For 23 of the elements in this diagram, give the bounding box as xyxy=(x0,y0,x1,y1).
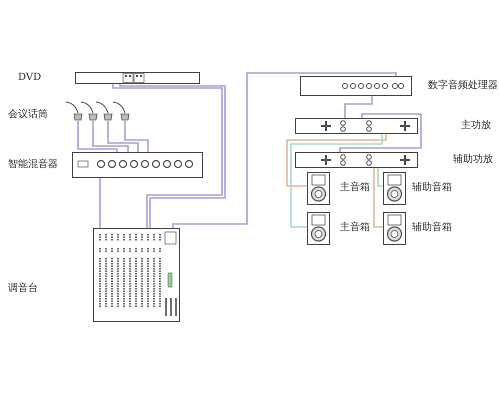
group-label: 会议话筒 xyxy=(8,109,48,121)
cable xyxy=(290,134,383,228)
cable xyxy=(107,121,139,152)
cable xyxy=(373,168,383,228)
device-label: 主音箱 xyxy=(340,182,370,194)
cable xyxy=(92,121,129,152)
cable xyxy=(377,168,383,187)
device-label: DVD xyxy=(18,72,42,84)
cable xyxy=(339,113,422,152)
cable xyxy=(172,72,397,228)
cable xyxy=(124,121,149,152)
device-label: 数字音频处理器 xyxy=(428,80,498,92)
device-label: 辅助音箱 xyxy=(412,182,452,194)
cable xyxy=(77,121,118,152)
cable xyxy=(99,178,101,228)
device-label: 辅助功放 xyxy=(453,154,493,166)
device-label: 智能混音器 xyxy=(8,159,58,171)
cable xyxy=(344,96,373,118)
device-label: 主音箱 xyxy=(340,222,370,234)
cable xyxy=(286,134,387,187)
device-label: 辅助音箱 xyxy=(412,222,452,234)
device-label: 主功放 xyxy=(461,120,491,132)
group-label: 调音台 xyxy=(8,283,38,295)
